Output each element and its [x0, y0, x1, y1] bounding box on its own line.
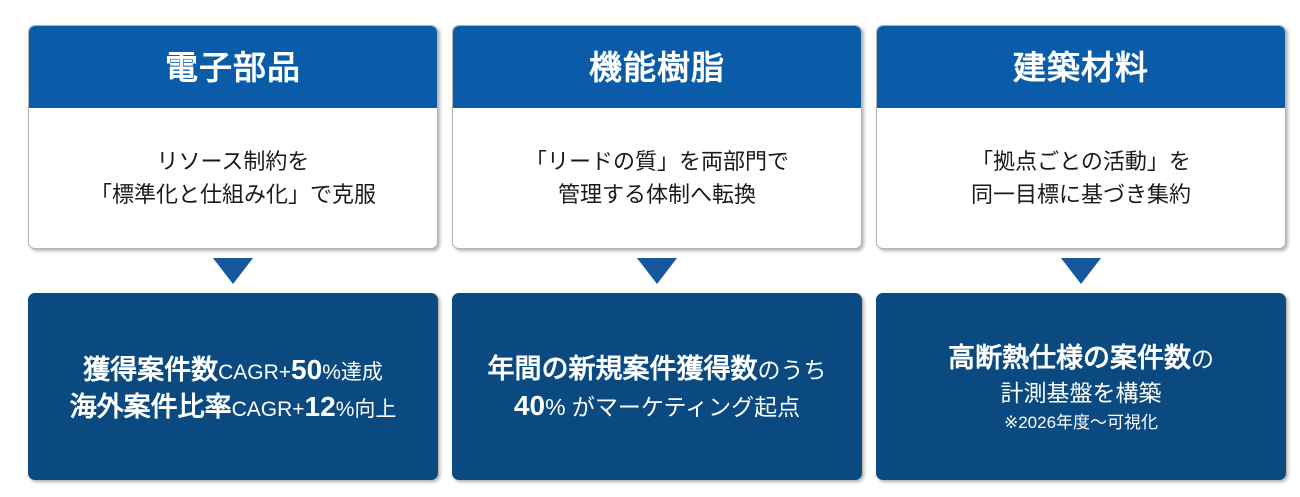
panel-text-run: 年間の新規案件獲得数: [487, 354, 758, 385]
panel-text-run: 計測基盤を構築: [1000, 379, 1162, 406]
panel-text-block: 獲得案件数CAGR+50%達成海外案件比率CAGR+12%向上: [28, 348, 438, 426]
panel-text-run: 50: [291, 353, 323, 385]
panel-text-run: ※2026年度〜可視化: [1003, 412, 1159, 432]
category-card-functional-resin[interactable]: 機能樹脂 「リードの質」を両部門で 管理する体制へ転換: [452, 25, 862, 249]
card-body-text: 「拠点ごとの活動」を 同一目標に基づき集約: [970, 148, 1191, 207]
card-body-text: 「リードの質」を両部門で 管理する体制へ転換: [524, 148, 789, 207]
panel-line-2: 計測基盤を構築: [876, 377, 1286, 410]
column-electronic-components: 電子部品 リソース制約を 「標準化と仕組み化」で克服 獲得案件数CAGR+50%…: [28, 0, 438, 497]
panel-line-2: 海外案件比率CAGR+12%向上: [28, 389, 438, 426]
panel-line-1: 獲得案件数CAGR+50%達成: [28, 352, 438, 389]
panel-text-run: がマーケティング起点: [565, 393, 801, 420]
card-header-building-materials: 建築材料: [877, 26, 1285, 108]
panel-line-2: 40% がマーケティング起点: [452, 388, 862, 425]
panel-text-run: +: [278, 360, 292, 384]
category-card-electronic-components[interactable]: 電子部品 リソース制約を 「標準化と仕組み化」で克服: [28, 25, 438, 249]
card-body-electronic-components: リソース制約を 「標準化と仕組み化」で克服: [29, 108, 437, 248]
card-header-electronic-components: 電子部品: [29, 26, 437, 108]
card-title: 電子部品: [165, 48, 301, 86]
panel-text-run: 高断熱仕様の案件数: [948, 343, 1191, 374]
down-arrow-icon: [213, 258, 253, 284]
panel-text-run: %達成: [322, 360, 383, 384]
panel-text-run: 12: [304, 390, 336, 422]
panel-text-run: 獲得案件数: [83, 354, 219, 385]
result-panel-building-materials[interactable]: 高断熱仕様の案件数の計測基盤を構築※2026年度〜可視化: [876, 293, 1286, 480]
column-functional-resin: 機能樹脂 「リードの質」を両部門で 管理する体制へ転換 年間の新規案件獲得数のう…: [452, 0, 862, 497]
panel-line-1: 年間の新規案件獲得数のうち: [452, 352, 862, 388]
panel-text-run: %: [545, 393, 566, 420]
panel-text-run: 海外案件比率: [69, 391, 232, 422]
panel-text-block: 高断熱仕様の案件数の計測基盤を構築※2026年度〜可視化: [876, 337, 1286, 435]
column-building-materials: 建築材料 「拠点ごとの活動」を 同一目標に基づき集約 高断熱仕様の案件数の計測基…: [876, 0, 1286, 497]
result-panel-electronic-components[interactable]: 獲得案件数CAGR+50%達成海外案件比率CAGR+12%向上: [28, 293, 438, 480]
panel-text-run: +: [292, 397, 305, 421]
panel-text-run: %向上: [335, 397, 397, 421]
down-arrow-icon: [637, 258, 677, 284]
card-title: 機能樹脂: [589, 48, 725, 86]
panel-text-run: のうち: [757, 357, 827, 384]
down-arrow-icon: [1061, 258, 1101, 284]
card-body-text: リソース制約を 「標準化と仕組み化」で克服: [89, 148, 376, 207]
card-body-functional-resin: 「リードの質」を両部門で 管理する体制へ転換: [453, 108, 861, 248]
category-card-building-materials[interactable]: 建築材料 「拠点ごとの活動」を 同一目標に基づき集約: [876, 25, 1286, 249]
card-title: 建築材料: [1013, 48, 1149, 86]
panel-text-run: の: [1191, 346, 1214, 373]
card-header-functional-resin: 機能樹脂: [453, 26, 861, 108]
panel-line-1: 高断熱仕様の案件数の: [876, 341, 1286, 377]
panel-text-run: CAGR: [218, 360, 279, 384]
panel-text-run: 40: [513, 389, 546, 421]
panel-text-run: CAGR: [231, 397, 293, 421]
card-body-building-materials: 「拠点ごとの活動」を 同一目標に基づき集約: [877, 108, 1285, 248]
panel-line-3: ※2026年度〜可視化: [876, 410, 1286, 436]
